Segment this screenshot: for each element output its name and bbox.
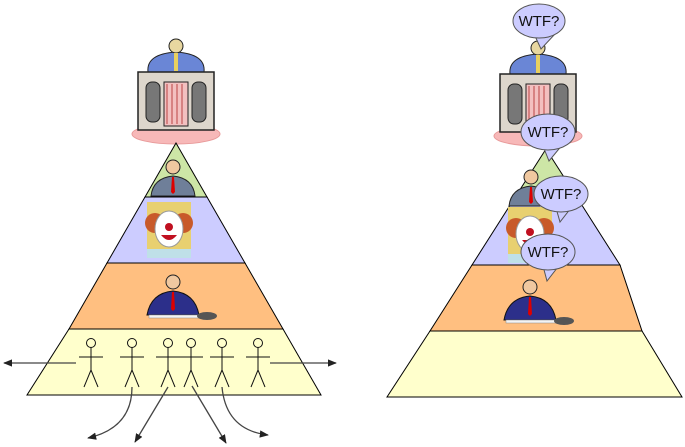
bubble-text: WTF? — [528, 124, 569, 141]
arrow-down — [134, 386, 169, 443]
tier-workers — [26, 328, 322, 396]
speech-bubble: WTF? — [520, 113, 576, 162]
tier-workers — [386, 330, 683, 398]
bubble-text: WTF? — [519, 13, 560, 30]
arrow-down — [87, 386, 133, 440]
bubble-text: WTF? — [528, 244, 569, 261]
arrow-down — [221, 386, 269, 438]
bubble-text: WTF? — [541, 186, 582, 203]
speech-bubble: WTF? — [520, 233, 576, 283]
left-pyramid — [3, 38, 337, 444]
speech-bubble: WTF? — [512, 3, 566, 50]
judge-clipart — [131, 38, 221, 145]
arrow-down — [191, 385, 227, 444]
speech-bubble: WTF? — [533, 175, 589, 224]
right-pyramid: WTF? WTF? WTF? WTF? — [386, 3, 683, 398]
clown-clipart — [144, 201, 194, 259]
departure-arrows — [3, 359, 337, 444]
